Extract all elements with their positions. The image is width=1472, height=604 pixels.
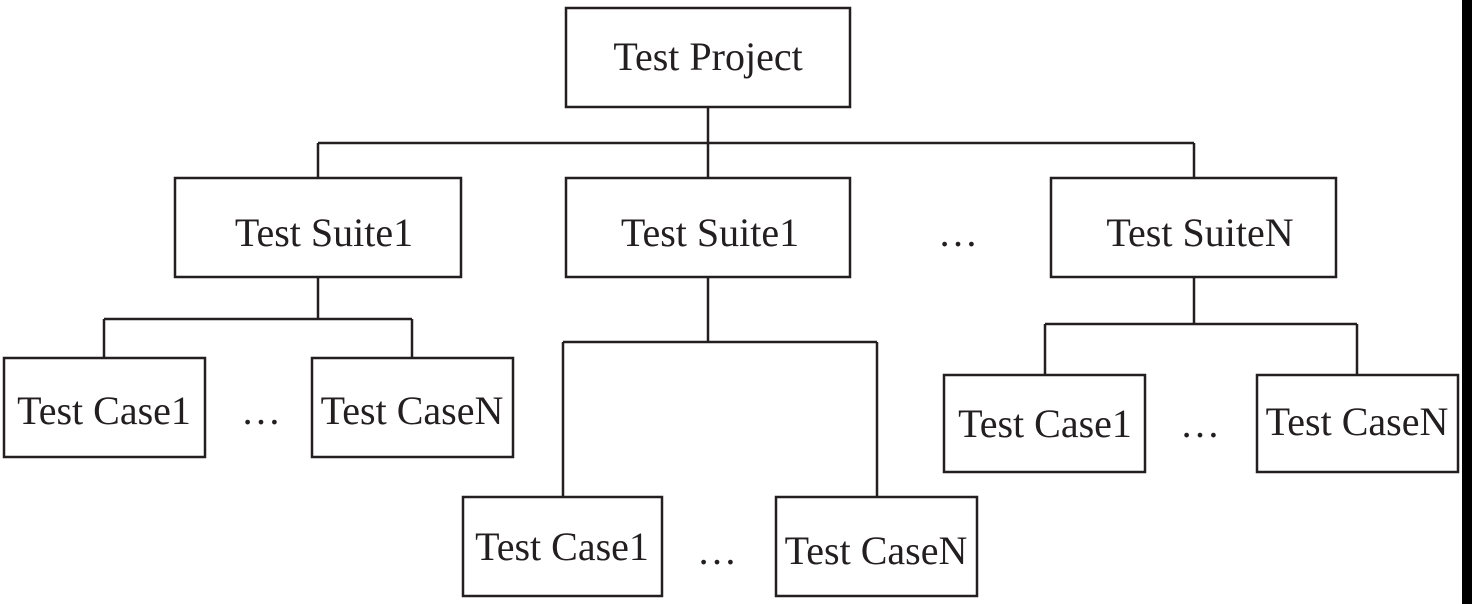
connector-suiteN-cases — [1043, 277, 1359, 375]
connector-suite1-cases — [102, 277, 414, 358]
suite1-case-label-1: Test Case1 — [17, 388, 191, 433]
suite-node-1: Test Suite1 — [173, 176, 463, 279]
suiteN-case-node-n: Test CaseN — [1255, 373, 1460, 474]
suiteN-cases-ellipsis: … — [1180, 401, 1220, 446]
connector-root-suites — [316, 107, 1196, 178]
suite1-case-node-1: Test Case1 — [2, 356, 207, 459]
suite2-case-node-1: Test Case1 — [461, 495, 664, 598]
suites-ellipsis: … — [938, 210, 978, 255]
suite-node-n: Test SuiteN — [1049, 176, 1338, 279]
right-edge-bar — [1462, 0, 1472, 604]
suiteN-case-label-1: Test Case1 — [958, 401, 1132, 446]
connectors — [102, 107, 1359, 497]
suite1-case-node-n: Test CaseN — [310, 356, 515, 459]
suite-label-2: Test Suite1 — [621, 210, 799, 255]
suite2-case-label-1: Test Case1 — [475, 524, 649, 569]
suiteN-case-label-n: Test CaseN — [1266, 399, 1449, 444]
suite-node-2: Test Suite1 — [564, 176, 852, 279]
suite1-case-label-n: Test CaseN — [321, 388, 504, 433]
suite-label-1: Test Suite1 — [235, 210, 413, 255]
suiteN-case-node-1: Test Case1 — [942, 373, 1147, 474]
root-node: Test Project — [564, 6, 852, 109]
suite2-cases-ellipsis: … — [697, 528, 737, 573]
connector-suite2-cases — [561, 277, 879, 497]
suite-label-n: Test SuiteN — [1106, 210, 1293, 255]
suite1-cases-ellipsis: … — [241, 388, 281, 433]
root-label: Test Project — [613, 34, 802, 79]
suite2-case-label-n: Test CaseN — [785, 528, 968, 573]
suite2-case-node-n: Test CaseN — [774, 495, 979, 598]
